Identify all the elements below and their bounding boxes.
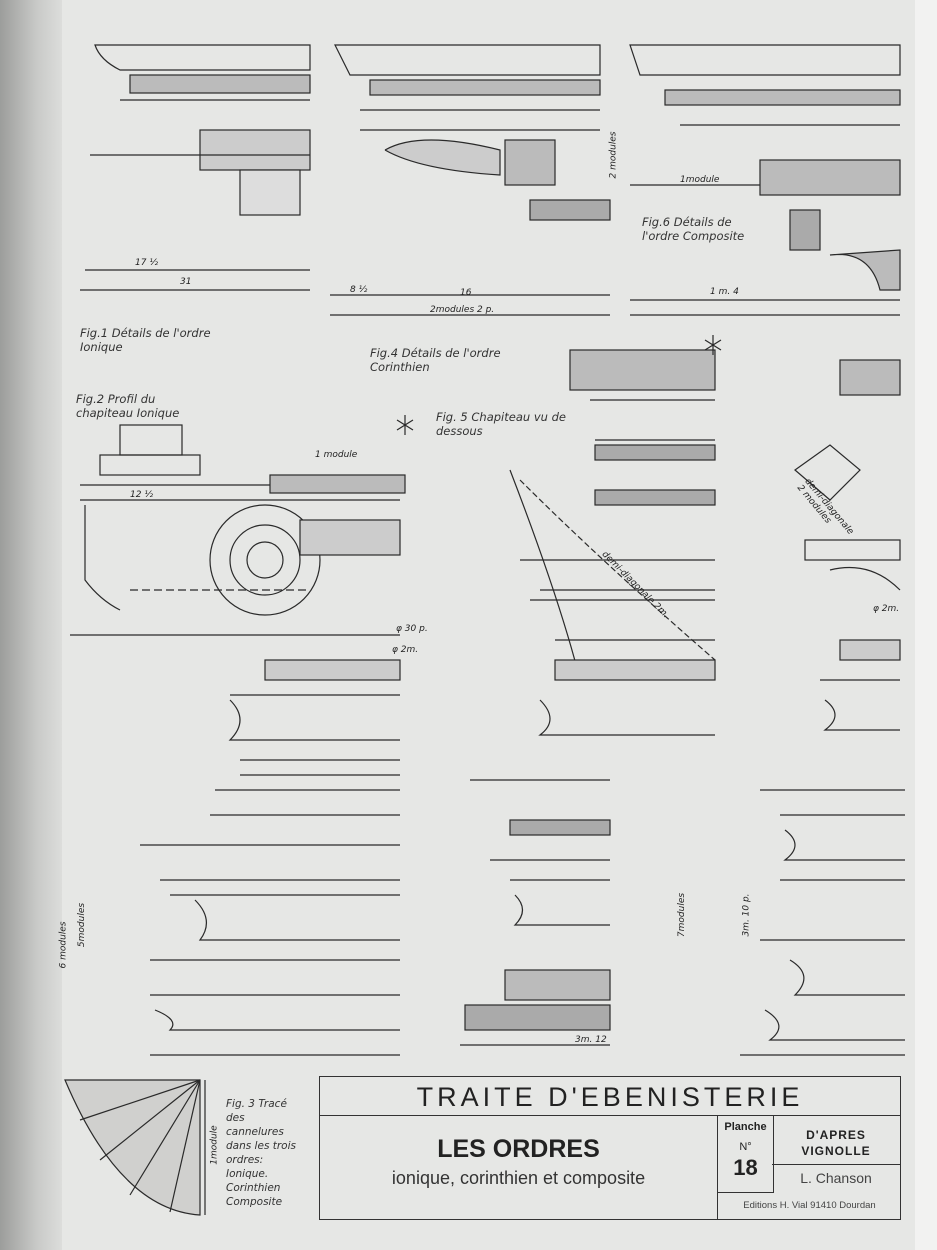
dim-phi2m: φ 2m. — [392, 645, 419, 655]
dim-one-module-c: 1module — [209, 1125, 220, 1165]
source-box: D'APRES VIGNOLLE — [772, 1115, 900, 1165]
title-main: LES ORDRES ionique, corinthien et compos… — [320, 1115, 717, 1219]
dim-16: 16 — [460, 288, 472, 298]
fig3-fluting-diagram — [64, 1079, 206, 1216]
title-block: TRAITE D'EBENISTERIE LES ORDRES ionique,… — [319, 1076, 901, 1220]
caption-fig5: Fig. 5 Chapiteau vu de dessous — [436, 410, 566, 438]
ionic-base-drawing — [140, 659, 401, 1056]
caption-fig6: Fig.6 Détails de l'ordre Composite — [642, 215, 745, 243]
caption-fig3: Fig. 3 Tracé des cannelures dans les tro… — [226, 1098, 296, 1208]
number-label: N° — [739, 1141, 752, 1153]
corinthian-base-drawing — [460, 599, 716, 1046]
fig5-corinthian-capital-underside — [509, 349, 716, 681]
page-edge — [915, 0, 937, 1250]
apres-label: D'APRES — [806, 1128, 866, 1142]
book-page — [62, 0, 915, 1250]
plate-number-box: Planche N° 18 — [717, 1115, 774, 1193]
dim-one-module-b: 1 module — [315, 450, 358, 460]
publisher: Editions H. Vial 91410 Dourdan — [717, 1192, 901, 1219]
caption-fig1: Fig.1 Détails de l'ordre Ionique — [80, 326, 211, 354]
book-spine — [0, 0, 62, 1250]
center-mark — [396, 415, 414, 435]
caption-fig4: Fig.4 Détails de l'ordre Corinthien — [370, 346, 501, 374]
fig2-ionic-capital-drawing — [70, 424, 406, 636]
dim-1m4: 1 m. 4 — [710, 287, 739, 297]
dim-seven-modules: 7modules — [677, 892, 688, 938]
dim-six-modules: 6 modules — [58, 921, 69, 969]
plate-number: 18 — [733, 1155, 758, 1180]
dim-phi30: φ 30 p. — [396, 624, 428, 634]
caption-fig2: Fig.2 Profil du chapiteau Ionique — [76, 392, 180, 420]
series-title: TRAITE D'EBENISTERIE — [320, 1077, 900, 1116]
dim-31: 31 — [180, 277, 192, 287]
composite-capital-profile — [794, 359, 901, 591]
dim-17: 17 ½ — [135, 258, 159, 268]
planche-label: Planche — [724, 1121, 767, 1133]
dim-one-module: 1module — [680, 175, 720, 185]
dim-two-modules: 2modules 2 p. — [430, 305, 495, 315]
plate-title: LES ORDRES — [437, 1135, 600, 1163]
author: L. Chanson — [800, 1170, 872, 1186]
composite-base-drawing — [740, 639, 905, 1056]
center-mark — [704, 335, 722, 355]
fig1-entablature-drawing — [80, 44, 311, 291]
dim-five-modules: 5modules — [77, 902, 88, 948]
dim-8half: 8 ½ — [350, 285, 368, 295]
fig6-composite-drawing — [629, 44, 901, 316]
dim-12half: 12 ½ — [130, 490, 154, 500]
vignolle-label: VIGNOLLE — [801, 1144, 871, 1158]
dim-two-modules-vertical: 2 modules — [608, 131, 619, 179]
dim-3m12: 3m. 12 — [575, 1035, 607, 1045]
dim-3m10: 3m. 10 p. — [741, 893, 752, 937]
plate-subtitle: ionique, corinthien et composite — [391, 1168, 646, 1188]
dim-phi2m-b: φ 2m. — [873, 604, 900, 614]
fig4-corinthian-drawing — [330, 44, 611, 316]
